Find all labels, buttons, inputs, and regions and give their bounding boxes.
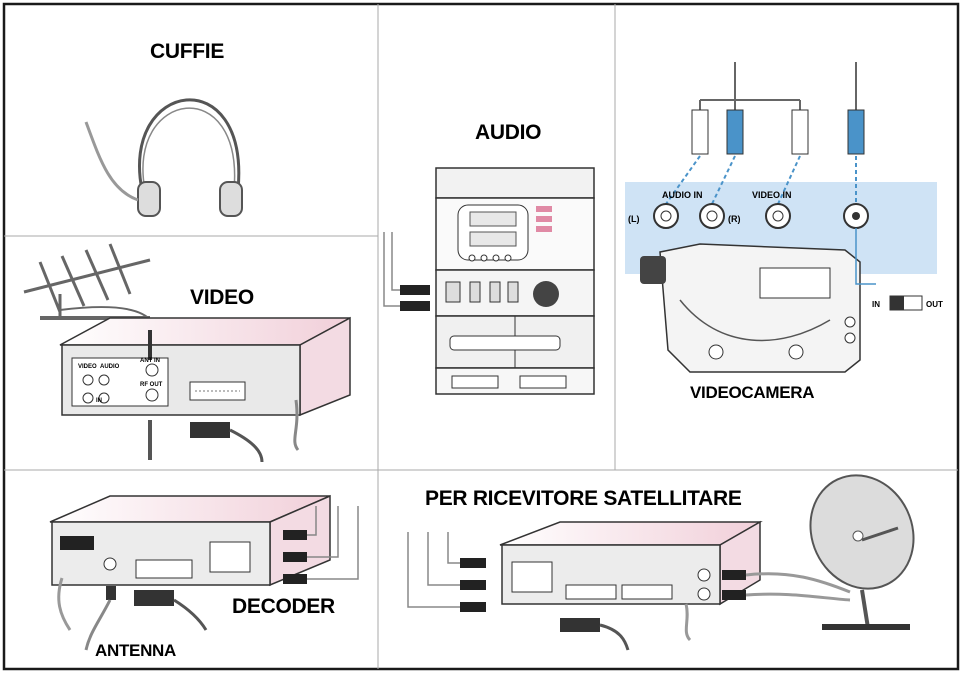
antenna-label: ANTENNA [95,641,177,660]
vcr-in-port-label: IN [96,398,102,404]
switch-out-label: OUT [926,300,943,309]
headphones-label: CUFFIE [150,40,225,63]
audio-in-label: AUDIO IN [662,190,703,200]
videocamera-label: VIDEOCAMERA [690,383,815,402]
vcr-audio-port-label: AUDIO [100,364,120,370]
video-in-label: VIDEO IN [752,190,792,200]
videocamera-panel: AUDIO IN VIDEO IN (L) (R) IN OUT [625,62,943,373]
audio-hifi-stack [383,167,595,395]
decoder-device [49,494,359,651]
switch-in-label: IN [872,300,880,309]
headphones-illustration [84,98,243,217]
vcr-ant-in-label: ANT IN [140,358,160,364]
right-channel-label: (R) [728,214,741,224]
decoder-label: DECODER [232,595,335,618]
satellite-receiver-label: PER RICEVITORE SATELLITARE [425,487,742,510]
vcr-rf-out-label: RF OUT [140,382,163,388]
vcr-device: VIDEO AUDIO IN ANT IN RF OUT [59,316,351,463]
tv-antenna-illustration [23,243,153,323]
video-label: VIDEO [190,286,254,309]
vcr-video-port-label: VIDEO [78,364,97,370]
left-channel-label: (L) [628,214,640,224]
satellite-receiver-device [407,520,763,651]
satellite-dish-illustration [745,474,915,630]
audio-label: AUDIO [475,121,542,144]
